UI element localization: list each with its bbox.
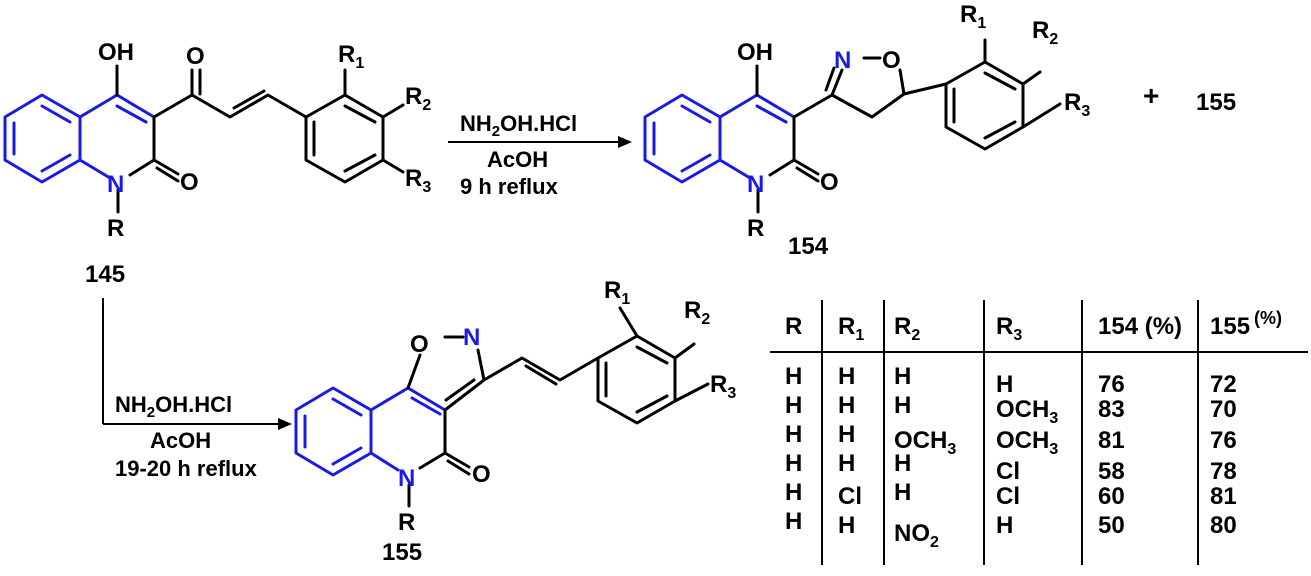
table-header-cell: R [785, 313, 802, 340]
top-arrow-head [618, 136, 632, 148]
c154-iso-n-label: N [834, 47, 851, 74]
top-conditions-label: 9 h reflux [460, 174, 559, 199]
compound-145-label: 145 [85, 261, 125, 288]
c145-keto-o-label: O [186, 43, 205, 70]
table-cell: Cl [838, 483, 862, 510]
table-header-cell: 154 (%) [1098, 313, 1182, 340]
c154-r-label: R [747, 215, 764, 242]
compound-155-label: 155 [382, 539, 422, 566]
table-header-row: R R1 R2 R3 154 (%) 155(%) [785, 308, 1282, 344]
bottom-arrow-head [278, 418, 292, 430]
table-cell: H [838, 512, 855, 539]
top-solvent-label: AcOH [487, 147, 548, 172]
table-cell: 70 [1210, 396, 1237, 423]
c154-r1-label: R1 [960, 1, 986, 32]
bottom-reagent-label: NH2OH.HCl [115, 392, 232, 421]
table-cell: H [785, 363, 802, 390]
table-cell: H [785, 508, 802, 535]
table-header-cell: R2 [894, 313, 920, 344]
c155-amide-o-label: O [472, 461, 491, 488]
table-cell: Cl [996, 458, 1020, 485]
table-cell: 78 [1210, 458, 1237, 485]
c154-oh-label: OH [737, 39, 773, 66]
compound-154-structure [643, 38, 1062, 214]
table-cell: H [894, 392, 911, 419]
table-cell: 81 [1098, 427, 1125, 454]
table-cell: H [894, 363, 911, 390]
c145-r1-label: R1 [338, 41, 364, 72]
c145-oh-label: OH [98, 39, 134, 66]
c145-r-label: R [107, 215, 124, 242]
table-cell: H [996, 512, 1013, 539]
table-cell: Cl [996, 483, 1020, 510]
table-cell: H [785, 392, 802, 419]
c155-r2-label: R2 [684, 297, 710, 328]
table-cell: H [838, 363, 855, 390]
table-cell: H [996, 371, 1013, 398]
top-reagent-label: NH2OH.HCl [460, 111, 577, 140]
c154-iso-o-label: O [882, 47, 901, 74]
table-cell: H [838, 421, 855, 448]
table-header-cell: 155(%) [1210, 308, 1282, 340]
table-cell: OCH3 [996, 396, 1058, 427]
table-cell: H [894, 450, 911, 477]
c155-n-label: N [398, 465, 415, 492]
table-cell: 80 [1210, 512, 1237, 539]
c154-r3-label: R3 [1064, 89, 1090, 120]
table-cell: OCH3 [894, 427, 956, 458]
table-header-cell: R1 [838, 313, 864, 344]
table-cell: 83 [1098, 396, 1125, 423]
compound-155-structure [294, 306, 710, 508]
c155-r3-label: R3 [710, 371, 736, 402]
table-cell: 81 [1210, 483, 1237, 510]
table-cell: H [785, 479, 802, 506]
table-cell: H [838, 450, 855, 477]
c155-r-label: R [398, 509, 415, 536]
c155-iso-n-label: N [463, 324, 480, 351]
table-cell: H [838, 392, 855, 419]
table-cell: 58 [1098, 458, 1125, 485]
bottom-solvent-label: AcOH [150, 428, 211, 453]
c155-iso-o-label: O [410, 331, 429, 358]
table-cell: 50 [1098, 512, 1125, 539]
plus-sign: + [1143, 80, 1159, 111]
c154-r2-label: R2 [1032, 17, 1058, 48]
c145-n-label: N [107, 171, 124, 198]
c154-amide-o-label: O [820, 169, 839, 196]
table-cell: H [894, 479, 911, 506]
bottom-conditions-label: 19-20 h reflux [115, 456, 258, 481]
table-header-cell: R3 [996, 313, 1022, 344]
coproduct-155-label: 155 [1196, 89, 1236, 116]
c145-r3-label: R3 [405, 165, 431, 196]
table-cell: NO2 [894, 520, 939, 551]
compound-145-structure [3, 64, 405, 214]
table-cell: H [785, 450, 802, 477]
c155-r1-label: R1 [604, 277, 630, 308]
c145-amide-o-label: O [180, 169, 199, 196]
table-cell: 72 [1210, 371, 1237, 398]
compound-154-label: 154 [788, 233, 829, 260]
table-cell: H [785, 421, 802, 448]
c154-n-label: N [747, 171, 764, 198]
table-cell: 76 [1098, 371, 1125, 398]
table-cell: 76 [1210, 427, 1237, 454]
c145-r2-label: R2 [405, 83, 431, 114]
table-cell: 60 [1098, 483, 1125, 510]
table-cell: OCH3 [996, 427, 1058, 458]
